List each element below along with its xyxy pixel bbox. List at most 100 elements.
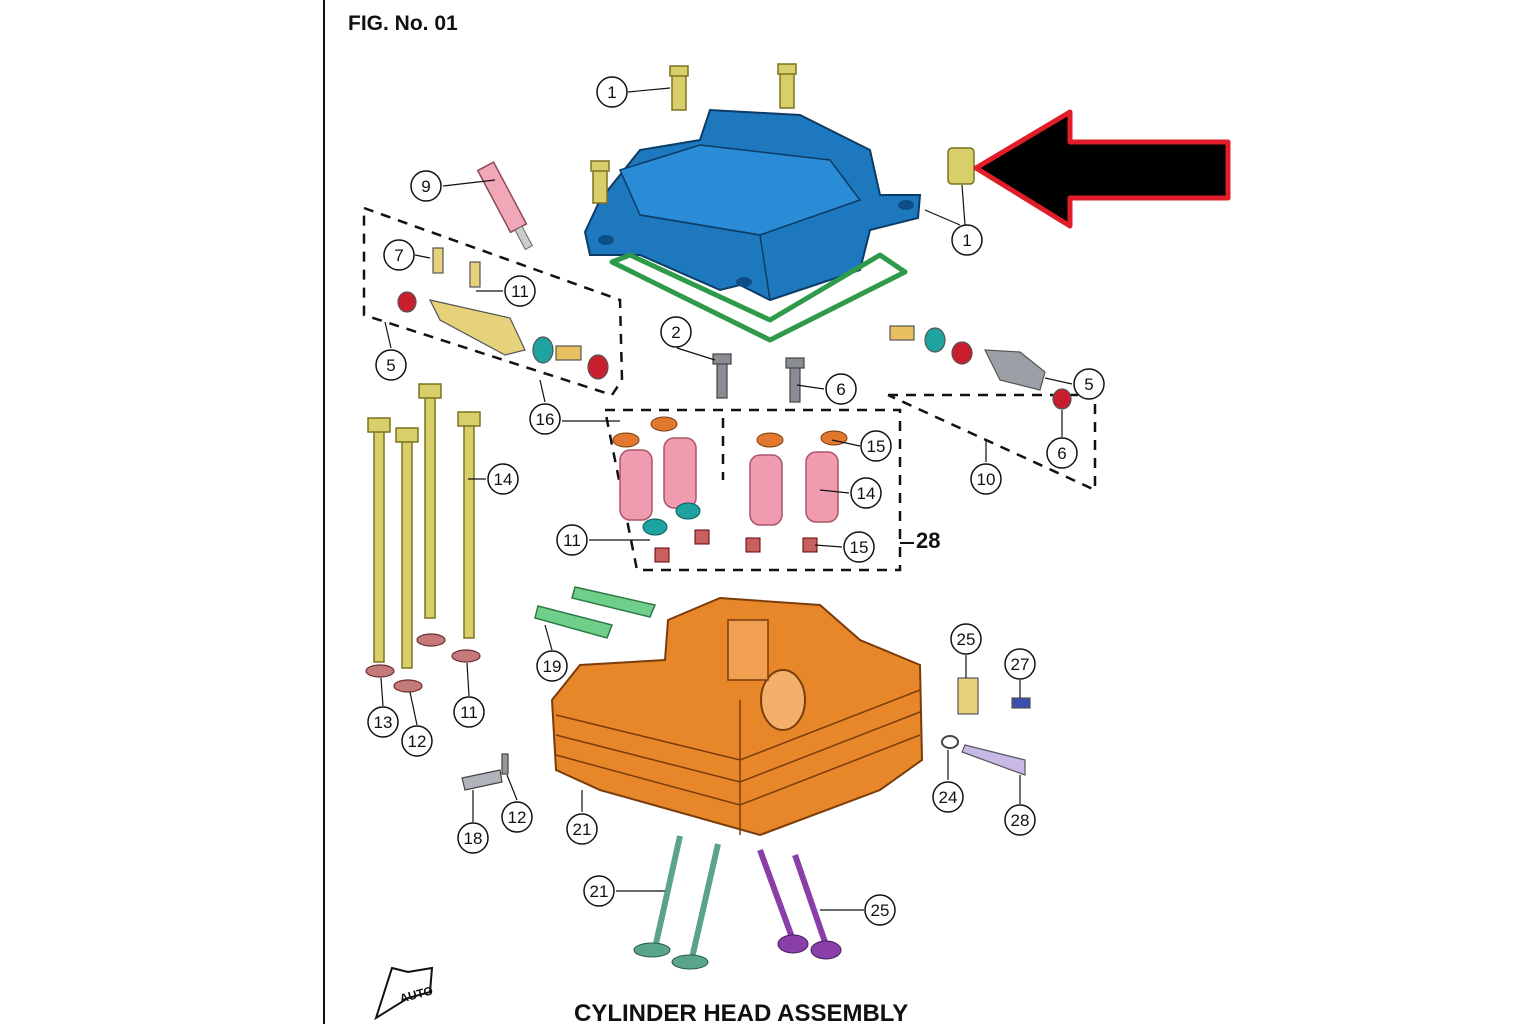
leader-lines (380, 87, 1073, 911)
tappet-screw (432, 247, 444, 274)
callout-bubbles: 1 1 9 7 11 5 16 2 6 15 14 11 15 6 5 10 1… (367, 76, 1105, 926)
callout: 12 (401, 725, 433, 757)
svg-text:6: 6 (836, 380, 845, 399)
head-stud (401, 439, 413, 669)
callout: 13 (367, 706, 399, 738)
center-bolt-head (712, 353, 732, 365)
callout: 11 (556, 524, 588, 556)
long-bolt (961, 744, 1026, 776)
cover-gasket (609, 252, 908, 343)
washer (393, 679, 423, 693)
cylinder-head (550, 596, 924, 837)
callout: 5 (1073, 368, 1105, 400)
svg-text:15: 15 (850, 538, 869, 557)
spark-plug (476, 161, 534, 251)
valve-dashed-group (603, 408, 902, 572)
callout: 25 (864, 894, 896, 926)
svg-text:25: 25 (871, 901, 890, 920)
svg-text:25: 25 (957, 630, 976, 649)
rocker-shaft (428, 299, 526, 356)
washer (365, 664, 395, 678)
figure-caption: CYLINDER HEAD ASSEMBLY (574, 1000, 909, 1027)
svg-text:11: 11 (563, 531, 581, 550)
head-stud (463, 423, 475, 639)
svg-text:7: 7 (394, 246, 403, 265)
seal-red (1052, 388, 1072, 410)
svg-text:5: 5 (1084, 375, 1093, 394)
cover-bolt-head (777, 63, 797, 75)
cover-bolt-head (590, 160, 610, 172)
svg-text:2: 2 (671, 323, 680, 342)
right-dashed-group (887, 393, 1097, 492)
svg-text:12: 12 (408, 732, 427, 751)
svg-text:11: 11 (511, 282, 529, 301)
dowel-pin (571, 586, 657, 618)
pin-gold (555, 345, 582, 361)
svg-text:28: 28 (1011, 811, 1030, 830)
callout: 10 (970, 463, 1002, 495)
auto-direction-badge: AUTO (374, 966, 434, 1021)
head-stud-top (457, 411, 481, 427)
callout: 19 (536, 650, 568, 682)
callout: 11 (453, 696, 485, 728)
seal-red (397, 291, 417, 313)
callout: 1 (951, 224, 983, 256)
svg-text:16: 16 (536, 410, 555, 429)
svg-text:24: 24 (939, 788, 958, 807)
callout: 25 (950, 623, 982, 655)
svg-text:21: 21 (590, 882, 609, 901)
seal-teal (532, 336, 554, 364)
svg-text:1: 1 (962, 231, 971, 250)
svg-text:12: 12 (508, 808, 527, 827)
washer (416, 633, 446, 647)
callout: 21 (583, 875, 615, 907)
callout: 12 (501, 801, 533, 833)
temp-sensor (957, 677, 979, 715)
callout: 16 (529, 403, 561, 435)
head-stud (373, 429, 385, 663)
center-bolt (716, 359, 728, 399)
callout: 28 (1004, 804, 1036, 836)
callout: 6 (1046, 437, 1078, 469)
head-stud (424, 395, 436, 619)
washer (451, 649, 481, 663)
cylinder-head-cover (583, 108, 922, 302)
svg-text:10: 10 (977, 470, 996, 489)
svg-text:18: 18 (464, 829, 483, 848)
svg-text:21: 21 (573, 820, 592, 839)
hex-bolt (461, 769, 503, 791)
pin-gold (889, 325, 915, 341)
tappet-screw (469, 261, 481, 288)
pointer-arrow (973, 109, 1231, 229)
callout: 2 (660, 316, 692, 348)
dowel-pin (534, 605, 614, 639)
callout: 7 (383, 239, 415, 271)
svg-text:27: 27 (1011, 655, 1030, 674)
svg-text:15: 15 (867, 437, 886, 456)
engine-valves (633, 835, 842, 970)
cover-bolt-head (669, 65, 689, 77)
head-stud-top (367, 417, 391, 433)
head-stud-top (418, 383, 442, 399)
head-stud-top (395, 427, 419, 443)
washer-thin (501, 753, 509, 775)
callout: 18 (457, 822, 489, 854)
seal-red (951, 341, 973, 365)
small-screw (1011, 697, 1031, 709)
o-ring (941, 735, 959, 749)
callout: 9 (410, 170, 442, 202)
callout: 6 (825, 373, 857, 405)
seal-red (587, 354, 609, 380)
valve-group-label: 28 (916, 528, 941, 553)
svg-text:19: 19 (543, 657, 562, 676)
callout: 1 (596, 76, 628, 108)
callout: 5 (375, 349, 407, 381)
callout: 14 (850, 477, 882, 509)
callout: 15 (843, 531, 875, 563)
svg-text:14: 14 (494, 470, 513, 489)
seal-teal (924, 327, 946, 353)
svg-text:14: 14 (857, 484, 876, 503)
center-bolt (789, 363, 801, 403)
figure-number: FIG. No. 01 (348, 12, 458, 35)
